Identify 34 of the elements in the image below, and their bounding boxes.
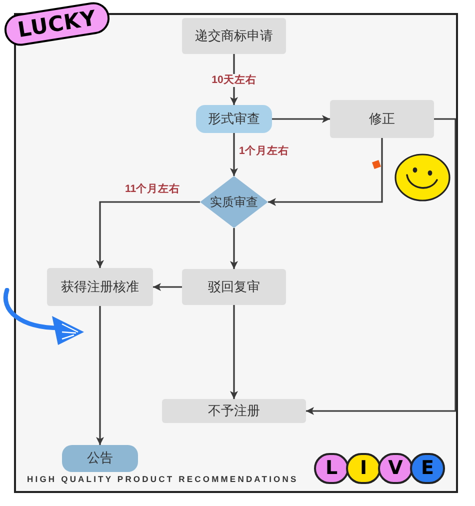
edge-label: 1个月左右 [238,145,290,158]
arrow [306,118,456,415]
process-box [182,18,286,54]
process-box [47,268,153,306]
node-label: 公告 [87,450,113,467]
letter: L [325,459,338,478]
node-label: 修正 [369,110,395,128]
arrow [230,228,238,269]
letter: E [421,459,434,478]
arrow [268,138,383,206]
node-label: 驳回复审 [208,278,260,296]
arrow [272,115,330,123]
process-box [182,269,286,305]
tag-text: LUCKY [16,7,98,41]
tagline-text: HIGH QUALITY PRODUCT RECOMMENDATIONS [27,474,298,484]
arrow [230,133,238,176]
terminal-box [62,445,138,472]
letter: I [360,459,368,478]
node-label: 获得注册核准 [61,278,139,296]
edge-label: 10天左右 [210,74,258,87]
node-label: 不予注册 [208,402,260,420]
letter: V [388,459,403,478]
arrow [96,201,200,268]
decision-diamond [200,176,268,228]
process-box [330,100,434,138]
edge-label: 11个月左右 [124,183,182,196]
arrow [96,306,104,445]
arrow [230,305,238,399]
arrow [153,283,182,291]
node-label: 实质审查 [210,194,258,210]
node-label: 递交商标申请 [195,28,273,44]
node-label: 形式审查 [208,110,260,128]
process-box [162,399,306,423]
rounded-process-box [196,105,272,133]
